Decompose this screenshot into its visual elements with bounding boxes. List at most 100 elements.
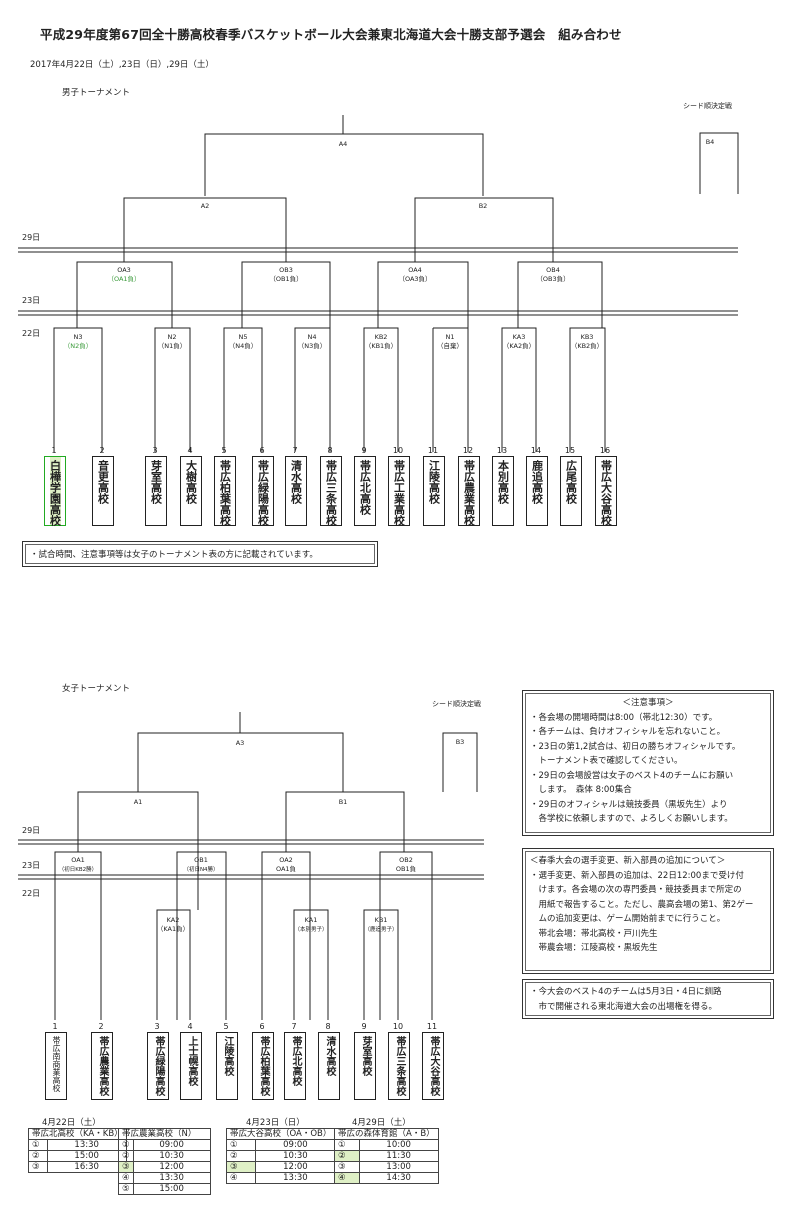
game-number: ① <box>28 1139 48 1151</box>
match-label: B3 <box>456 738 465 746</box>
team-name: 帯広三条高校 <box>324 460 338 526</box>
team-name: 広尾高校 <box>564 460 578 504</box>
match-sublabel: （N1負） <box>158 341 187 350</box>
game-time: 13:00 <box>358 1161 439 1173</box>
page-title: 平成29年度第67回全十勝高校春季バスケットボール大会兼東北海道大会十勝支部予選… <box>40 27 622 42</box>
notes-box: ＜注意事項＞ ・各会場の開場時間は8:00（帯北12:30）です。 ・各チームは… <box>522 690 774 836</box>
match-label: OB3 <box>279 266 293 274</box>
game-number: ④ <box>118 1172 134 1184</box>
game-time: 10:30 <box>132 1150 211 1162</box>
team-name: 江陵高校 <box>427 460 441 504</box>
match-label: N1 <box>446 333 455 341</box>
team-box: 大樹高校 <box>180 456 202 526</box>
match-label: A2 <box>201 202 210 210</box>
team-box: 帯広大谷高校 <box>422 1032 444 1100</box>
game-time: 16:30 <box>46 1161 127 1173</box>
game-number: ④ <box>225 1172 257 1184</box>
team-name: 本別高校 <box>496 460 510 504</box>
team-number: 5 <box>221 446 227 455</box>
match-label: N3 <box>74 333 83 341</box>
team-name: 白樺学園高校 <box>49 457 62 526</box>
changes-item: 用紙で報告すること。ただし、農高会場の第1、第2ゲー <box>530 899 754 910</box>
match-label: OA4 <box>408 266 422 274</box>
notes-item: します。 森体 8:00集合 <box>530 785 632 795</box>
match-sublabel: （鹿追男子） <box>364 925 397 933</box>
match-sublabel: （本別男子） <box>294 925 327 933</box>
match-label: OA2 <box>279 856 293 864</box>
team-number: 11 <box>427 446 439 455</box>
schedule-venue: 帯広農業高校（N） <box>118 1128 211 1140</box>
match-label: OB2 <box>399 856 413 864</box>
team-name: 帯広北高校 <box>290 1036 301 1086</box>
match-label: OB4 <box>546 266 560 274</box>
team-box: 帯広北高校 <box>354 456 376 526</box>
team-box: 帯広農業高校 <box>458 456 480 526</box>
team-box: 鹿追高校 <box>526 456 548 526</box>
team-number: 5 <box>223 1022 229 1031</box>
match-label: KA1 <box>305 916 318 924</box>
team-name: 芽室高校 <box>360 1036 371 1076</box>
boys-day-22: 22日 <box>22 329 40 338</box>
match-sublabel: （KB2負） <box>571 341 603 350</box>
team-number: 14 <box>530 446 542 455</box>
girls-seed-label: シード順決定戦 <box>432 700 481 708</box>
team-number: 8 <box>325 1022 331 1031</box>
team-box: 清水高校 <box>285 456 307 526</box>
team-number: 6 <box>259 1022 265 1031</box>
notes-item: ・23日の第1,2試合は、初日の勝ちオフィシャルです。 <box>530 741 741 752</box>
team-box: 帯広緑陽高校 <box>252 456 274 526</box>
tournament-dates: 2017年4月22日（土）,23日（日）,29日（土） <box>30 60 214 70</box>
match-label: OA3 <box>117 266 131 274</box>
schedule-venue: 帯広北高校（KA・KB） <box>28 1128 127 1140</box>
notes-item: ・29日のオフィシャルは競技委員（黒坂先生）より <box>530 799 728 810</box>
schedule-date-day1: 4月22日（土） <box>42 1118 101 1128</box>
team-name: 上士幌高校 <box>186 1036 197 1086</box>
game-time: 13:30 <box>132 1172 211 1184</box>
team-name: 帯広大谷高校 <box>428 1036 439 1096</box>
team-name: 鹿追高校 <box>530 460 544 504</box>
match-sublabel: （OA3負） <box>398 274 431 283</box>
team-number: 11 <box>426 1022 438 1031</box>
team-name: 帯広南商業高校 <box>52 1036 61 1092</box>
team-number: 10 <box>392 446 404 455</box>
team-box: 帯広柏葉高校 <box>214 456 236 526</box>
game-number: ③ <box>118 1161 134 1173</box>
changes-item: ・選手変更、新入部員の追加は、22日12:00まで受け付 <box>530 870 744 881</box>
schedule-date-day2: 4月23日（日） <box>246 1118 305 1128</box>
match-sublabel: （OB1負） <box>269 274 302 283</box>
team-number: 2 <box>99 446 105 455</box>
game-time: 11:30 <box>358 1150 439 1162</box>
match-sublabel: OA1負 <box>276 864 297 873</box>
schedule-date-day3: 4月29日（土） <box>352 1118 411 1128</box>
girls-day-23: 23日 <box>22 861 40 870</box>
game-time: 14:30 <box>358 1172 439 1184</box>
game-number: ③ <box>28 1161 48 1173</box>
changes-item: 帯北会場：帯北高校・戸川先生 <box>530 928 658 939</box>
game-number: ② <box>118 1150 134 1162</box>
team-box: 江陵高校 <box>423 456 445 526</box>
team-number: 15 <box>564 446 576 455</box>
team-name: 帯広柏葉高校 <box>218 460 232 526</box>
game-time: 13:30 <box>46 1139 127 1151</box>
boys-note-box: ・試合時間、注意事項等は女子のトーナメント表の方に記載されています。 <box>22 541 378 567</box>
game-time: 15:00 <box>132 1183 211 1195</box>
boys-day-23: 23日 <box>22 296 40 305</box>
match-label: N5 <box>239 333 248 341</box>
changes-item: けます。各会場の次の専門委員・競技委員まで所定の <box>530 885 742 895</box>
team-name: 帯広緑陽高校 <box>256 460 270 526</box>
match-label: A3 <box>236 739 245 747</box>
team-number: 10 <box>392 1022 404 1031</box>
game-time: 10:30 <box>255 1150 336 1162</box>
team-name: 帯広北高校 <box>358 460 372 515</box>
team-box: 広尾高校 <box>560 456 582 526</box>
team-number: 16 <box>599 446 611 455</box>
team-box: 帯広北高校 <box>284 1032 306 1100</box>
team-number: 13 <box>496 446 508 455</box>
best4-box: ・今大会のベスト4のチームは5月3日・4日に釧路 市で開催される東北海道大会の出… <box>522 979 774 1019</box>
team-box: 江陵高校 <box>216 1032 238 1100</box>
schedule-venue: 帯広大谷高校（OA・OB） <box>225 1128 336 1140</box>
game-number: ② <box>334 1150 360 1162</box>
